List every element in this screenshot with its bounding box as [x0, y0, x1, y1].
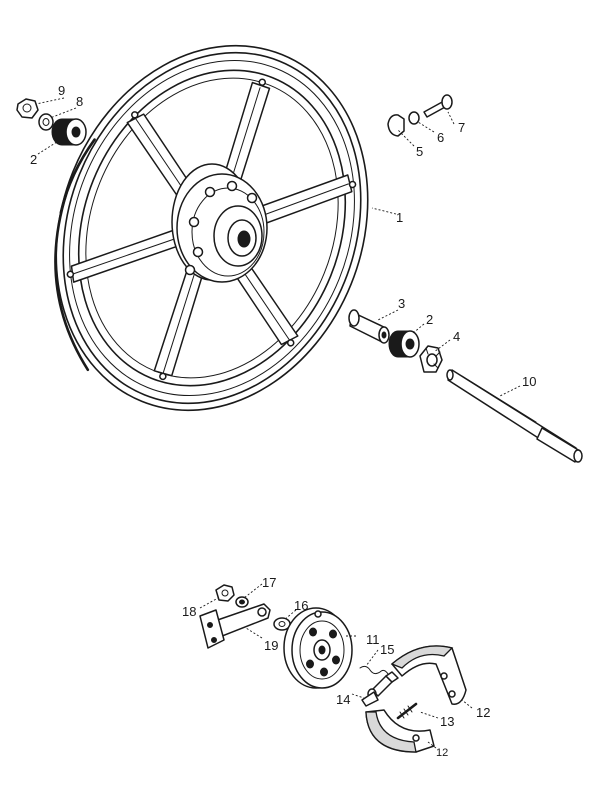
- callout-8: 8: [76, 94, 83, 109]
- callout-13: 13: [440, 714, 454, 729]
- callout-9: 9: [58, 83, 65, 98]
- cap-nut-5: [387, 114, 405, 137]
- callout-2-right: 2: [426, 312, 433, 327]
- washer-8: [38, 113, 54, 131]
- nut-18: [215, 584, 235, 602]
- callout-17: 17: [262, 575, 276, 590]
- brake-shoe-12-bottom: [365, 709, 435, 753]
- callout-3: 3: [398, 296, 405, 311]
- callout-7: 7: [458, 120, 465, 135]
- hex-nut-9: [16, 98, 39, 119]
- callout-labels: 1 2 9 8 5 6 7 3 2 4 10 17 18 16 19 11 15…: [30, 83, 536, 759]
- brake-shoe-12-top: [390, 645, 467, 705]
- wheel-hub: [171, 163, 268, 283]
- bolt-7: [423, 94, 453, 118]
- spring-15: [359, 665, 389, 675]
- right-axle-hardware: [387, 94, 453, 137]
- castle-nut-4: [419, 345, 443, 373]
- bearing-2-right: [388, 330, 420, 358]
- washer-17: [235, 596, 249, 608]
- callout-14: 14: [336, 692, 350, 707]
- callout-5: 5: [416, 144, 423, 159]
- callout-4: 4: [453, 329, 460, 344]
- bearing-2-left: [51, 118, 87, 146]
- callout-2-left: 2: [30, 152, 37, 167]
- callout-10: 10: [522, 374, 536, 389]
- callout-18: 18: [182, 604, 196, 619]
- callout-6: 6: [437, 130, 444, 145]
- leader-lines: [35, 97, 521, 749]
- brake-plate-11: [283, 607, 353, 689]
- axle-10: [446, 369, 583, 463]
- left-axle-hardware: [16, 98, 87, 146]
- callout-15: 15: [380, 642, 394, 657]
- callout-12-top: 12: [476, 705, 490, 720]
- brake-cam-14: [361, 671, 399, 707]
- washer-6: [408, 111, 420, 125]
- callout-11: 11: [366, 632, 380, 647]
- callout-1: 1: [396, 210, 403, 225]
- callout-12-bottom: 12: [436, 747, 448, 759]
- spacer-3: [348, 309, 390, 344]
- spring-13: [396, 702, 418, 720]
- callout-19: 19: [264, 638, 278, 653]
- brake-lever-19: [199, 603, 271, 649]
- callout-16: 16: [294, 598, 308, 613]
